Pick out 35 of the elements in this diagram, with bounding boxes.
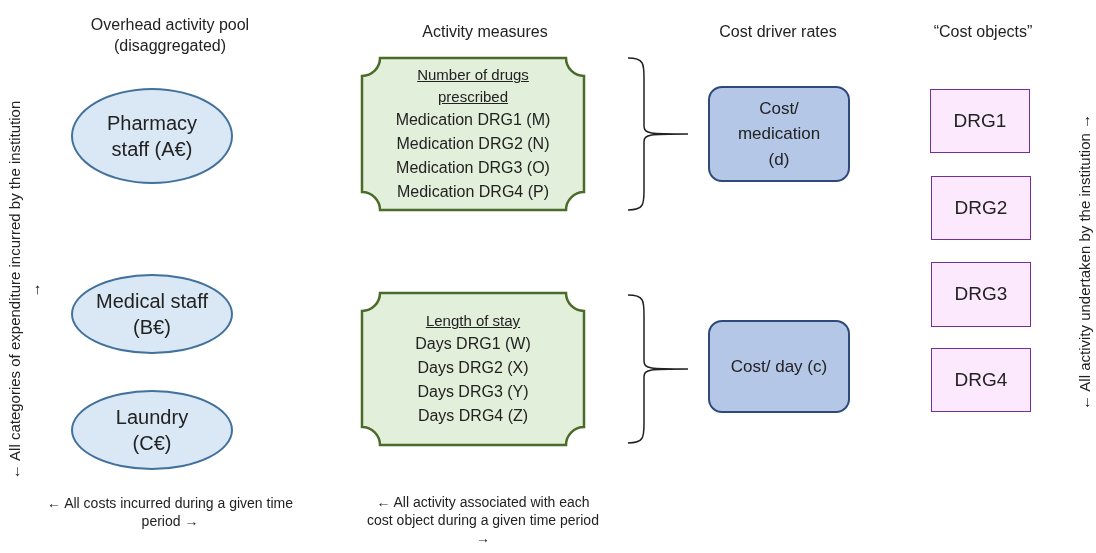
activity-measure-plaque <box>362 293 584 445</box>
cost-object-box <box>931 176 1031 240</box>
activity-measure-plaque <box>362 58 584 210</box>
scope-note: ← All activity undertaken by the institution → <box>1075 113 1095 412</box>
measure-line: Days DRG1 (W) <box>415 333 531 354</box>
measure-line: Medication DRG3 (O) <box>396 157 550 178</box>
column-heading: Cost driver rates <box>718 21 838 42</box>
node-label: Cost/ day (c) <box>730 355 828 378</box>
node-label: Cost/ medication (d) <box>736 97 822 171</box>
measure-line: Days DRG3 (Y) <box>417 381 529 402</box>
measure-heading: Number of drugs prescribed <box>416 65 530 107</box>
measure-line: Medication DRG2 (N) <box>396 133 550 154</box>
scope-note: ← All activity associated with each cost object during a given time period → <box>366 492 600 548</box>
column-heading: Overhead activity pool (disaggregated) <box>89 15 251 56</box>
measure-heading: Length of stay <box>424 311 522 332</box>
node-label: Laundry (C€) <box>114 405 190 456</box>
column-heading: “Cost objects” <box>932 21 1034 42</box>
node-label: Medical staff (B€) <box>95 289 209 340</box>
column-heading: Activity measures <box>421 21 549 42</box>
node-label: DRG3 <box>954 282 1008 307</box>
node-label: Pharmacy staff (A€) <box>106 111 198 162</box>
measure-line: Medication DRG1 (M) <box>395 109 551 130</box>
measure-line: Days DRG2 (X) <box>417 357 529 378</box>
node-label: DRG2 <box>954 195 1008 220</box>
measure-line: Medication DRG4 (P) <box>396 181 549 202</box>
node-label: DRG1 <box>953 108 1007 133</box>
node-label: DRG4 <box>954 367 1008 392</box>
scope-note: ← All costs incurred during a given time period → <box>46 493 294 531</box>
scope-note: ← All categories of expenditure incurred by the institution → <box>4 100 43 480</box>
cost-rate-box <box>708 320 850 413</box>
cost-rate-box <box>708 86 850 182</box>
cost-object-box <box>931 348 1031 412</box>
measure-line: Days DRG4 (Z) <box>417 405 529 426</box>
cost-object-box <box>931 262 1031 327</box>
cost-object-box <box>930 89 1030 153</box>
